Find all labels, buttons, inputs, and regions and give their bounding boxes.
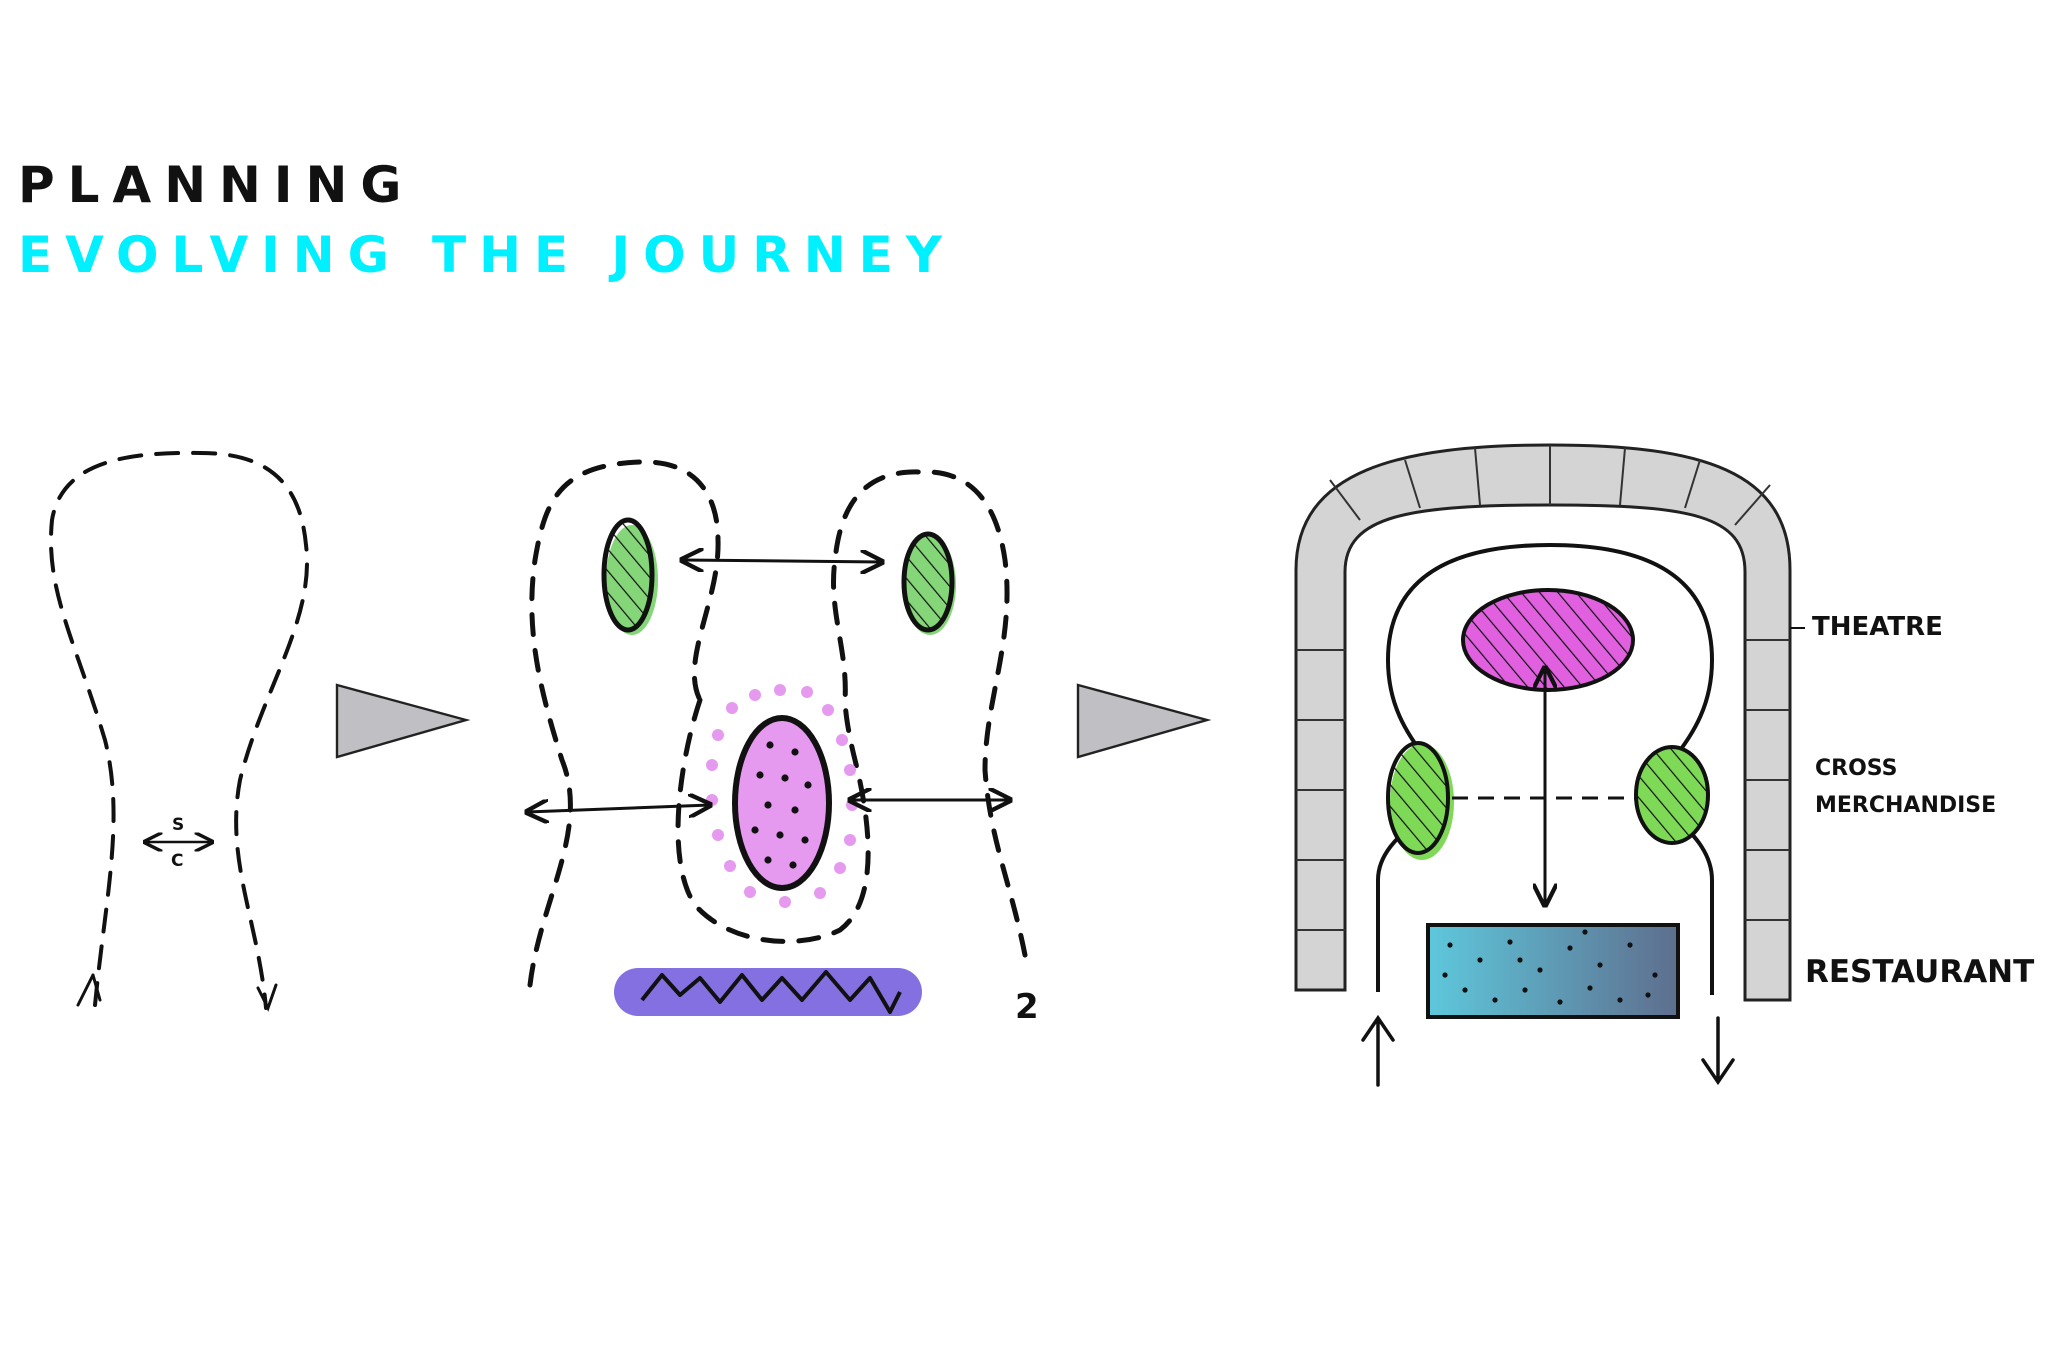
diagram-zones-sketch: 2 (527, 459, 1039, 1027)
restaurant-zone (1426, 923, 1680, 1019)
loop-path (49, 450, 309, 1010)
top-connection-arrow (682, 560, 882, 562)
page-subtitle: EVOLVING THE JOURNEY (18, 226, 955, 284)
center-pocket-path (675, 697, 871, 944)
green-zone-right-outline (901, 531, 955, 633)
plan-entry-arrow-icon (1361, 1014, 1395, 1087)
title-block: PLANNING EVOLVING THE JOURNEY (18, 150, 955, 290)
entry-arrow-up-icon (76, 973, 102, 1007)
diagram-number: 2 (1015, 987, 1039, 1027)
label-cross: CROSS (1815, 756, 1898, 781)
restaurant-dots (1442, 929, 1658, 1005)
pink-center-zone (732, 715, 832, 891)
mark-c: C (171, 851, 183, 871)
process-arrow-2 (1076, 683, 1212, 759)
label-restaurant: RESTAURANT (1805, 954, 2034, 990)
label-merchandise: MERCHANDISE (1815, 793, 1996, 818)
merch-zone-left-hatch (1386, 741, 1450, 855)
process-arrow-1 (335, 683, 471, 759)
exit-arrow-down-icon (256, 983, 278, 1012)
mark-s: S (172, 815, 184, 835)
lilac-dot-ring (706, 684, 858, 908)
diagram-plan-sketch: THEATRE CROSS MERCHANDISE RESTAURANT (1294, 443, 2034, 1087)
left-connection-arrow (527, 805, 710, 812)
pink-zone-dots (751, 741, 812, 869)
plan-exit-arrow-icon (1701, 1016, 1735, 1086)
green-zone-left-outline (601, 517, 655, 633)
page-title: PLANNING (18, 156, 415, 214)
arch-wall (1294, 443, 1792, 1002)
wall-joints (1296, 445, 1790, 931)
diagram-loop-sketch: S C (49, 450, 309, 1012)
zigzag-line (640, 970, 902, 1014)
label-theatre: THEATRE (1812, 612, 1943, 642)
theatre-zone-hatch (1461, 588, 1635, 692)
merch-zone-right-hatch (1634, 745, 1710, 845)
